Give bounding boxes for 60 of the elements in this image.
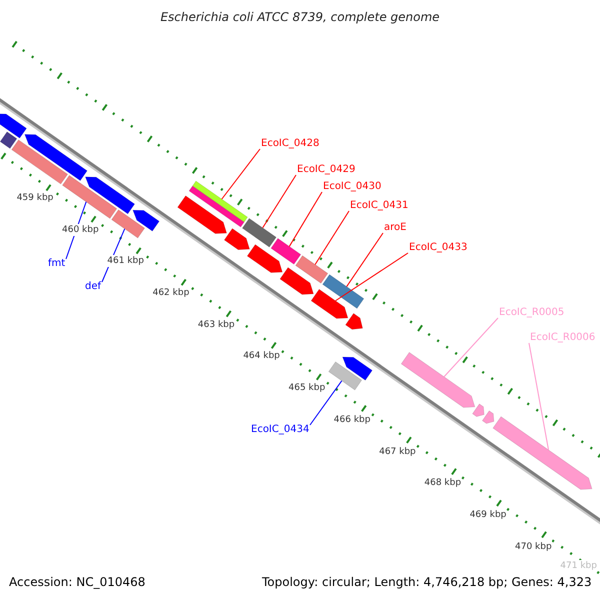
- leader-line: [288, 192, 322, 247]
- leader-line: [262, 174, 296, 228]
- map-title: Escherichia coli ATCC 8739, complete genome: [159, 10, 441, 24]
- leader-line: [314, 210, 350, 265]
- gene-block: [328, 362, 362, 390]
- gene-segment: [132, 210, 160, 232]
- gene-block: [270, 238, 302, 265]
- gene-block: [242, 218, 276, 248]
- leader-line: [310, 380, 342, 426]
- gene-block: [322, 274, 364, 309]
- gene-block: [11, 140, 68, 184]
- gene-label: EcoIC_0434: [251, 424, 310, 436]
- gene-segment: [310, 289, 348, 319]
- gene-label: EcoIC_0428: [261, 138, 320, 150]
- leader-line: [335, 252, 408, 302]
- gene-segment: [177, 196, 227, 234]
- gene-segment: [342, 356, 372, 380]
- gene-label: EcoIC_R0006: [530, 332, 596, 344]
- leader-line: [528, 342, 549, 450]
- scale-label: 465 kbp: [288, 382, 326, 394]
- gene-segment: [280, 267, 314, 295]
- scale-label: 463 kbp: [198, 318, 235, 331]
- gene-segment: [472, 404, 484, 417]
- leader-line: [346, 232, 384, 288]
- scale-label: 461 kbp: [107, 255, 144, 268]
- gene-label: EcoIC_0433: [409, 242, 468, 254]
- gene-segment: [224, 228, 250, 250]
- gene-label: fmt: [48, 258, 66, 270]
- scale-label: 471 kbp: [560, 560, 597, 572]
- gene-label: EcoIC_0429: [297, 164, 356, 176]
- gene-segment: [482, 410, 494, 424]
- scale-label: 467 kbp: [379, 446, 416, 458]
- gene-label: EcoIC_0430: [323, 181, 382, 193]
- footer-text: Topology: circular; Length: 4,746,218 bp; Genes: 4,323: [262, 575, 592, 589]
- scale-label: 470 kbp: [515, 540, 552, 553]
- scale-label: 462 kbp: [152, 287, 190, 300]
- gene-segment: [85, 176, 135, 214]
- scale-label: 464 kbp: [243, 350, 280, 362]
- scale-label: 466 kbp: [334, 414, 370, 426]
- scale-label: 459 kbp: [16, 192, 54, 204]
- scale-label: 460 kbp: [62, 224, 99, 236]
- gene-block: [295, 255, 328, 284]
- footer-text: Accession: NC_010468: [9, 575, 146, 589]
- gene-label: aroE: [384, 222, 406, 234]
- leader-line: [444, 318, 498, 378]
- gene-label: EcoIC_R0005: [499, 307, 564, 319]
- gene-segment: [400, 352, 476, 408]
- gene-segment: [24, 134, 88, 181]
- gene-block: [0, 132, 18, 149]
- gene-block: [111, 210, 145, 238]
- leader-line: [221, 148, 260, 200]
- gene-segment: [345, 313, 363, 330]
- gene-segment: [0, 114, 27, 138]
- gene-segment: [492, 416, 592, 490]
- scale-label: 469 kbp: [470, 509, 506, 522]
- gene-label: def: [85, 281, 102, 293]
- gene-segment: [246, 244, 283, 273]
- gene-block: [62, 175, 118, 219]
- gene-label: EcoIC_0431: [350, 200, 408, 212]
- scale-label: 468 kbp: [424, 477, 462, 490]
